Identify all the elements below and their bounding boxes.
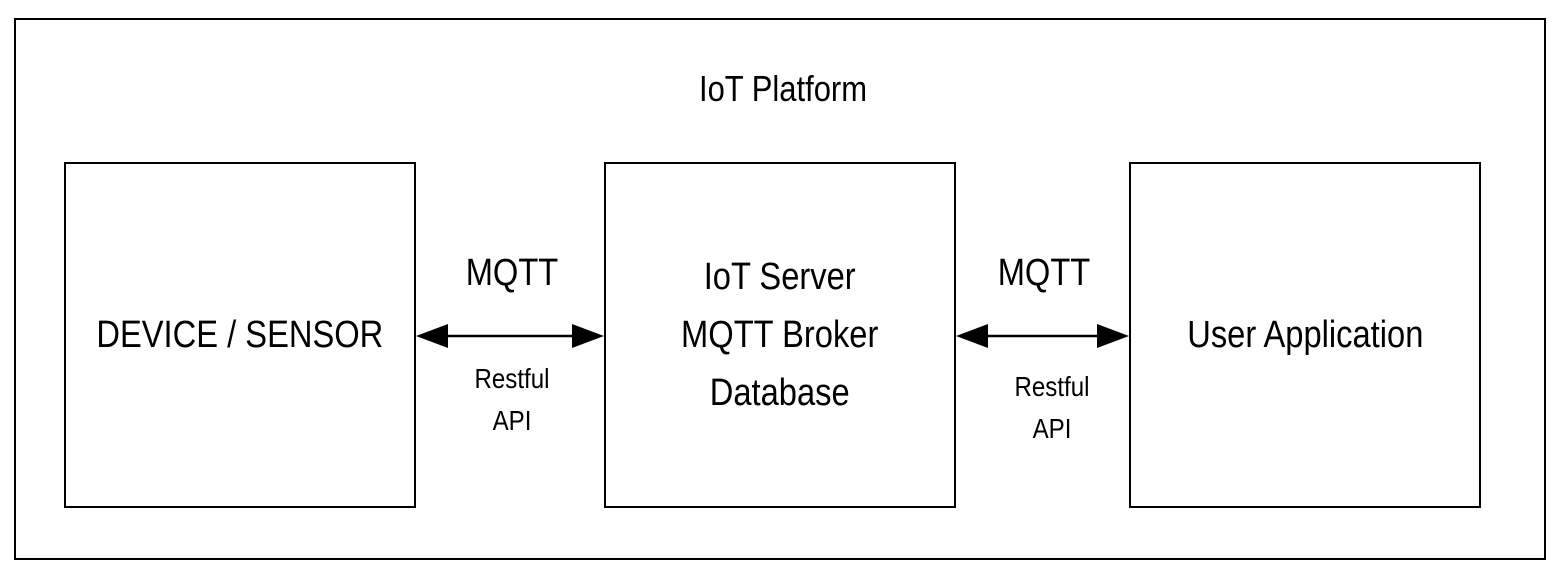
iot-server-box: IoT Server MQTT Broker Database (604, 162, 956, 508)
left-protocol-label: MQTT (465, 252, 559, 294)
database-line: Database (710, 372, 850, 414)
right-protocol-label: MQTT (997, 252, 1091, 294)
right-api-line: API (1032, 413, 1072, 444)
platform-title: IoT Platform (698, 68, 868, 109)
left-api-label: Restful API (452, 358, 572, 442)
mqtt-broker-line: MQTT Broker (681, 314, 879, 356)
right-api-line: Restful (1014, 371, 1090, 402)
iot-server-line: IoT Server (704, 256, 856, 298)
left-api-line: API (492, 405, 532, 436)
device-sensor-box: DEVICE / SENSOR (64, 162, 416, 508)
left-api-line: Restful (474, 363, 550, 394)
iot-platform-container (14, 18, 1546, 560)
user-application-line: User Application (1186, 314, 1424, 356)
user-application-label: User Application (1187, 306, 1423, 364)
right-api-label: Restful API (992, 366, 1112, 450)
user-application-box: User Application (1129, 162, 1481, 508)
device-sensor-line: DEVICE / SENSOR (96, 314, 384, 356)
iot-server-label: IoT Server MQTT Broker Database (681, 248, 878, 422)
device-sensor-label: DEVICE / SENSOR (97, 306, 384, 364)
